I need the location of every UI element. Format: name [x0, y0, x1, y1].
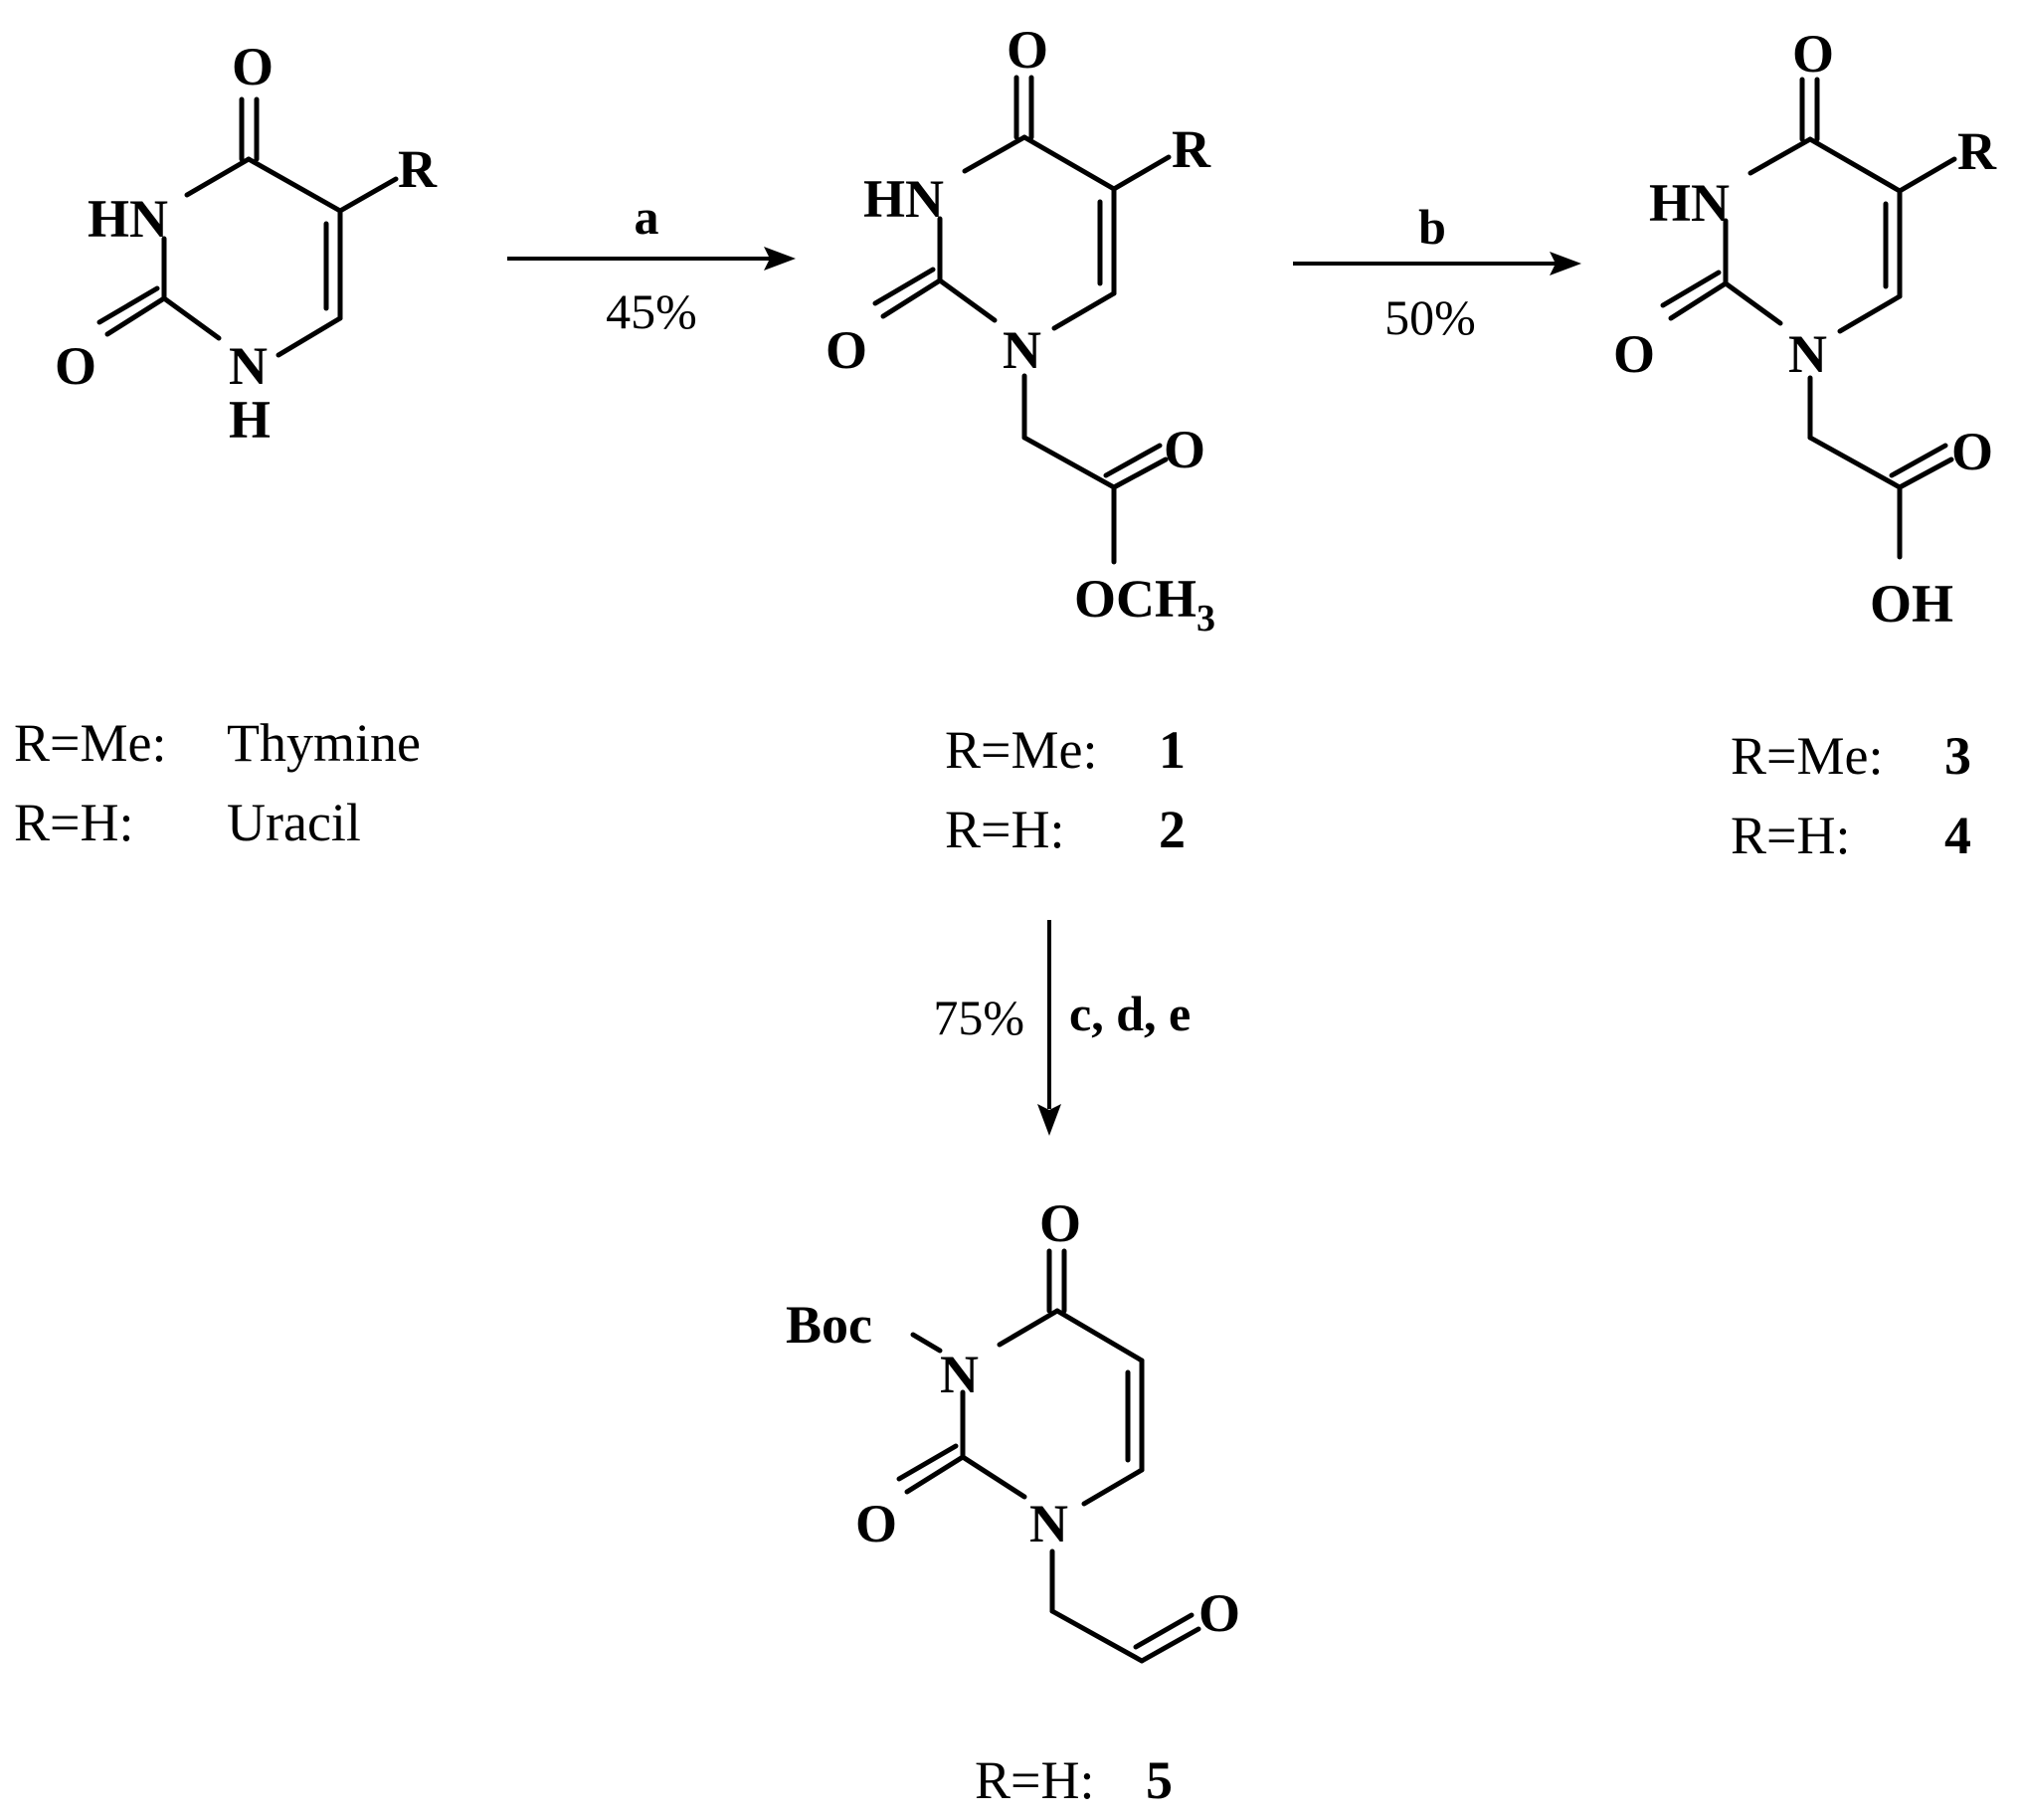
compound-number-2: 2: [1159, 800, 1186, 859]
yield-a: 45%: [606, 283, 697, 339]
reagent-cde: c, d, e: [1069, 986, 1191, 1041]
compound-number-1: 1: [1159, 720, 1186, 780]
svg-text:R=H: Uracil: R=H: Uracil: [14, 793, 361, 852]
atom-o-left: O: [1613, 324, 1655, 384]
caption-prefix: R=Me:: [14, 713, 166, 773]
caption-prefix: R=Me:: [1731, 726, 1883, 786]
structure-ester: O R HN O N O OCH3: [826, 20, 1215, 639]
atom-o-carbonyl: O: [1951, 422, 1993, 481]
boc-group: Boc: [786, 1295, 872, 1355]
arrow-cde: 75% c, d, e: [933, 920, 1191, 1136]
atom-o-top: O: [1007, 20, 1048, 80]
atom-n: N: [229, 336, 268, 396]
svg-text:R=H: 4: R=H: 4: [1731, 806, 1971, 865]
compound-number-4: 4: [1944, 806, 1971, 865]
atom-n1: N: [1003, 320, 1041, 380]
svg-text:R=Me: Thymine: R=Me: Thymine: [14, 713, 421, 773]
yield-cde: 75%: [933, 990, 1024, 1045]
atom-n1: N: [1029, 1494, 1068, 1553]
atom-hn: HN: [1649, 173, 1730, 233]
svg-text:R=Me: 1: R=Me: 1: [945, 720, 1186, 780]
svg-text:R=H: 5: R=H: 5: [975, 1750, 1173, 1810]
caption-name-uracil: Uracil: [227, 793, 361, 852]
caption-prefix: R=H:: [14, 793, 133, 852]
caption-acid: R=Me: 3 R=H: 4: [1731, 726, 1971, 865]
atom-r: R: [398, 139, 438, 199]
caption-prefix: R=H:: [945, 800, 1064, 859]
atom-o-left: O: [855, 1494, 897, 1553]
atom-n1: N: [1788, 324, 1827, 384]
atom-oh: OH: [1870, 574, 1953, 634]
atom-o-top: O: [232, 37, 274, 96]
caption-prefix: R=H:: [1731, 806, 1850, 865]
caption-name-thymine: Thymine: [227, 713, 421, 773]
atom-och3: OCH3: [1074, 569, 1215, 639]
arrow-b: b 50%: [1293, 199, 1581, 345]
atom-o-top: O: [1039, 1193, 1081, 1253]
caption-prefix: R=Me:: [945, 720, 1097, 780]
structure-acid: O R HN O N O OH: [1613, 24, 1997, 634]
structure-thymine-uracil: O R HN O N H: [55, 37, 438, 450]
reagent-a: a: [635, 189, 659, 245]
compound-number-3: 3: [1944, 726, 1971, 786]
yield-b: 50%: [1384, 289, 1476, 345]
caption-thymine-uracil: R=Me: Thymine R=H: Uracil: [14, 713, 421, 852]
caption-aldehyde: R=H: 5: [975, 1750, 1173, 1810]
compound-number-5: 5: [1146, 1750, 1173, 1810]
structure-aldehyde: O Boc N O N O: [786, 1193, 1240, 1664]
caption-prefix: R=H:: [975, 1750, 1094, 1810]
atom-o-top: O: [1792, 24, 1834, 84]
atom-r: R: [1957, 121, 1997, 181]
atom-n3: N: [940, 1345, 979, 1404]
atom-hn: HN: [88, 189, 168, 249]
svg-text:R=H: 2: R=H: 2: [945, 800, 1186, 859]
atom-h: H: [229, 390, 271, 450]
reagent-b: b: [1418, 199, 1446, 255]
arrow-a: a 45%: [507, 189, 796, 339]
atom-o-carbonyl: O: [1164, 420, 1205, 479]
atom-hn: HN: [863, 169, 944, 229]
atom-o-left: O: [55, 336, 96, 396]
atom-o-aldehyde: O: [1198, 1583, 1240, 1643]
svg-text:R=Me: 3: R=Me: 3: [1731, 726, 1971, 786]
atom-r: R: [1172, 119, 1211, 179]
atom-o-left: O: [826, 320, 867, 380]
caption-ester: R=Me: 1 R=H: 2: [945, 720, 1186, 859]
